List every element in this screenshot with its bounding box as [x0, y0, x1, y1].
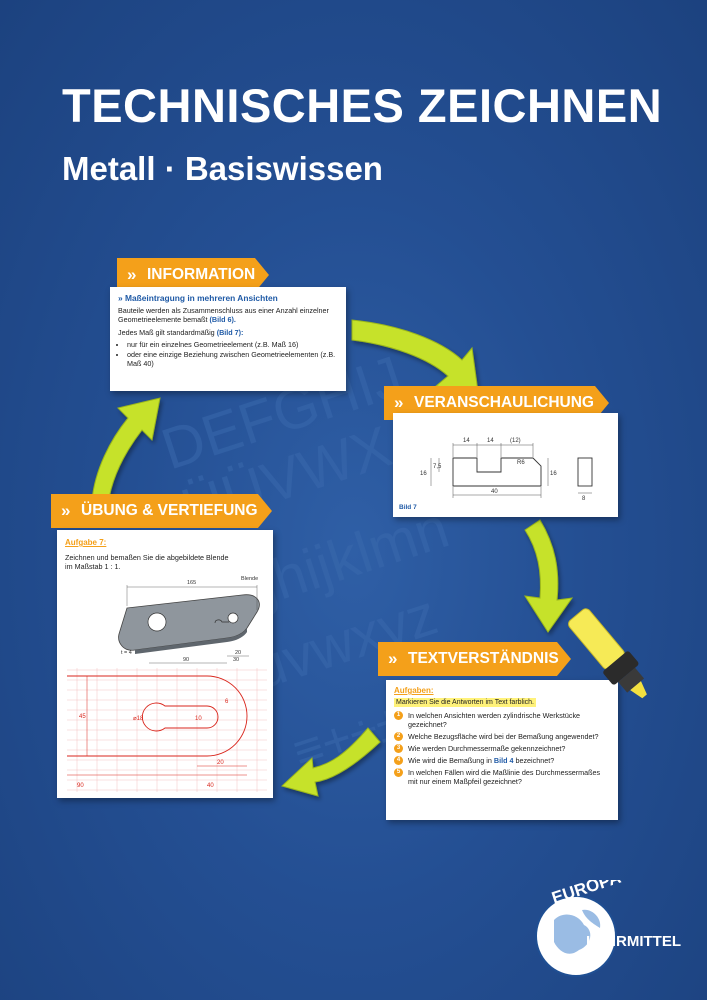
chevron-icon: » [394, 393, 404, 412]
dim-12: (12) [510, 438, 521, 444]
dim-45: 45 [79, 714, 86, 720]
arrow-top-right [351, 319, 479, 393]
task-text: Zeichnen und bemaßen Sie die abgebildete… [65, 553, 229, 571]
thickness-label: t = 4 [121, 650, 132, 656]
keyhole-red [141, 702, 219, 732]
grid-drawing [67, 668, 267, 792]
dim-6: 6 [225, 699, 229, 705]
exercise-drawings: 165 90 20 30 t = 4 [67, 580, 267, 792]
question-number: 5 [394, 768, 403, 777]
label-information: » INFORMATION [117, 258, 269, 292]
chevron-icon: » [127, 265, 137, 284]
information-card: » Maßeintragung in mehreren Ansichten Ba… [110, 287, 346, 391]
list-item: oder eine einzige Beziehung zwischen Geo… [127, 350, 338, 368]
uebung-card: Aufgabe 7: Zeichnen und bemaßen Sie die … [57, 530, 273, 798]
side-view [577, 457, 593, 487]
technical-drawing-bild7: 14 14 (12) 7,5 16 16 R6 40 8 [420, 438, 593, 502]
part-3d-view [118, 594, 260, 654]
label-textverstaendnis: » TEXTVERSTÄNDNIS [378, 642, 571, 676]
dim-7-5: 7,5 [433, 464, 442, 470]
book-title: TECHNISCHES ZEICHNEN [62, 79, 663, 132]
label-information-text: INFORMATION [147, 266, 256, 283]
logo-text-bottom: LEHRMITTEL [586, 933, 681, 950]
figure-caption: Bild 7 [399, 504, 417, 511]
publisher-logo: EUROPA LEHRMITTEL [535, 880, 681, 977]
information-list: nur für ein einzelnes Geometrieelement (… [118, 340, 338, 369]
instruction-highlight: Markieren Sie die Antworten im Text farb… [394, 698, 536, 707]
dim-16-left: 16 [420, 471, 427, 477]
textverstaendnis-card: Aufgaben: Markieren Sie die Antworten im… [386, 680, 618, 820]
dim-d18: ⌀18 [133, 716, 144, 722]
dim-16-right: 16 [550, 471, 557, 477]
arrow-left-up [91, 397, 161, 505]
veranschaulichung-card: 14 14 (12) 7,5 16 16 R6 40 8 Bild 7 [393, 413, 618, 517]
question-number: 3 [394, 744, 403, 753]
chevron-icon: » [388, 649, 398, 668]
information-heading: » Maßeintragung in mehreren Ansichten [118, 293, 278, 303]
dim-8: 8 [582, 496, 586, 502]
list-item: nur für ein einzelnes Geometrieelement (… [127, 340, 338, 349]
dim-30: 30 [233, 657, 239, 663]
arrow-right-down [523, 519, 574, 633]
dim-20: 20 [235, 650, 241, 656]
question-number: 4 [394, 756, 403, 765]
dim-g40: 40 [207, 783, 214, 789]
task-heading: Aufgabe 7: [65, 538, 107, 547]
label-uebung-text: ÜBUNG & VERTIEFUNG [81, 502, 258, 519]
chevron-icon: » [61, 501, 71, 520]
label-textverstaendnis-text: TEXTVERSTÄNDNIS [408, 650, 559, 667]
part-outline-red [67, 675, 248, 757]
arrow-bottom-left [281, 727, 381, 797]
label-veranschaulichung-text: VERANSCHAULICHUNG [414, 394, 594, 411]
dim-14-a: 14 [463, 438, 470, 444]
question-number: 1 [394, 711, 403, 720]
question-number: 2 [394, 732, 403, 741]
dim-40: 40 [491, 489, 498, 495]
dim-14-b: 14 [487, 438, 494, 444]
dim-165: 165 [187, 580, 196, 586]
part-outline [452, 457, 542, 487]
task-heading: Aufgaben: [394, 686, 434, 695]
information-paragraph-1: Bauteile werden als Zusammenschluss aus … [118, 306, 329, 325]
dim-10: 10 [195, 716, 202, 722]
information-paragraph-2: Jedes Maß gilt standardmäßig (Bild 7): [118, 327, 244, 337]
dim-g90: 90 [77, 783, 84, 789]
dim-90: 90 [183, 657, 189, 663]
part-name: Blende [241, 576, 259, 582]
label-uebung: » ÜBUNG & VERTIEFUNG [51, 494, 272, 528]
dim-r6: R6 [517, 460, 525, 466]
dim-g20: 20 [217, 760, 224, 766]
book-subtitle: Metall · Basiswissen [62, 150, 383, 187]
highlighter-icon [568, 608, 647, 699]
